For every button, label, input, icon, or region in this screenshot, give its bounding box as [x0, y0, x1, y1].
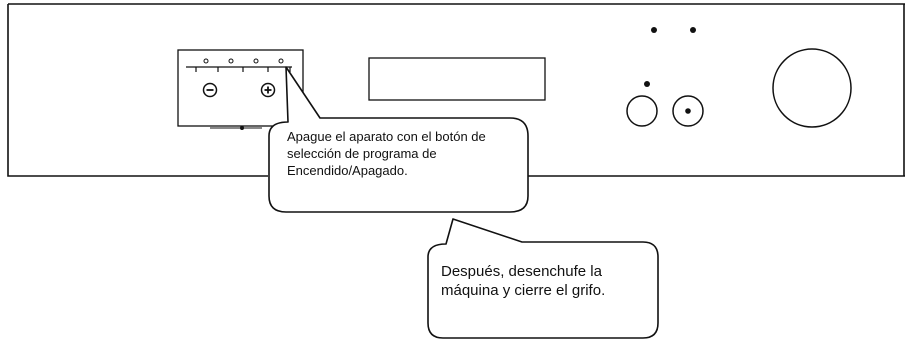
program-knob[interactable]	[772, 48, 852, 128]
callout-bubble-power-off	[268, 66, 529, 213]
indicator-light-1	[651, 27, 657, 33]
callout-text-unplug: Después, desenchufe la máquina y cierre …	[441, 263, 606, 299]
callout-bubble-unplug	[427, 218, 659, 339]
selector-tick-marks	[195, 67, 291, 72]
display-window	[368, 57, 546, 101]
callout-text-power-off: Apague el aparato con el botón de selecc…	[287, 129, 486, 178]
door-handle-slider	[210, 126, 262, 130]
plus-button-icon[interactable]	[260, 82, 276, 98]
start-button[interactable]	[626, 81, 658, 127]
selector-position-dots	[203, 58, 284, 64]
power-button[interactable]	[672, 95, 704, 127]
program-selector-panel	[177, 49, 304, 130]
minus-button-icon[interactable]	[202, 82, 218, 98]
indicator-light-2	[690, 27, 696, 33]
control-panel-outline	[7, 3, 905, 177]
